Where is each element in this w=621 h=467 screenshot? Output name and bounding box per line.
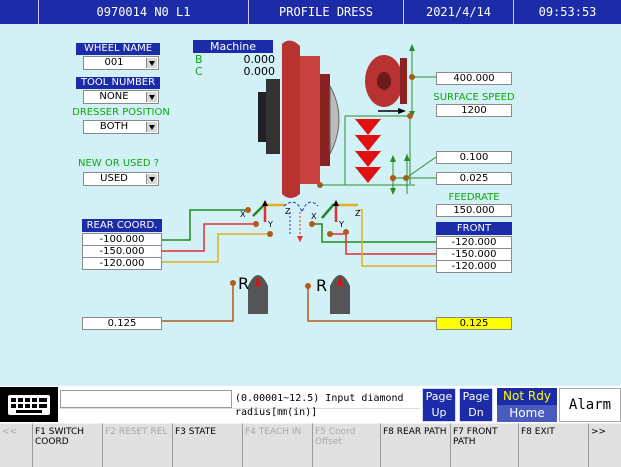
time-display: 09:53:53	[513, 0, 621, 24]
fkey-next-page[interactable]: >>	[588, 423, 621, 467]
feedrate-label: FEEDRATE	[448, 192, 500, 203]
rear-diamond-tool-icon	[248, 275, 268, 314]
front-diamond-tool-icon	[330, 275, 350, 314]
dresser-position-select[interactable]: BOTH	[83, 120, 159, 134]
surface-speed-field[interactable]: 1200	[436, 104, 512, 117]
dress-diagram	[162, 40, 437, 322]
surface-speed-label: SURFACE SPEED	[433, 92, 515, 103]
fkey-f3-state[interactable]: F3 STATE	[172, 423, 242, 467]
program-number: 0970014 N0 L1	[38, 0, 248, 24]
machine-label: Machine	[193, 40, 273, 53]
title-bar-blank	[0, 0, 38, 24]
front-radius-r-label: R	[316, 276, 328, 295]
front-axis-z-label: Z	[355, 209, 361, 218]
new-or-used-select[interactable]: USED	[83, 172, 159, 186]
dresser-position-label: DRESSER POSITION	[72, 107, 170, 118]
fkey-f7-front-path[interactable]: F7 FRONT PATH	[450, 423, 518, 467]
tool-number-select[interactable]: NONE	[83, 90, 159, 104]
rear-coord-z-field[interactable]: -120.000	[82, 257, 162, 270]
chevron-down-icon	[146, 92, 157, 102]
keyboard-icon	[8, 395, 50, 415]
rear-radius-r-label: R	[238, 274, 250, 293]
machine-c-value: 0.000	[243, 65, 276, 78]
wheel-name-label: WHEEL NAME	[76, 43, 160, 55]
page-up-button[interactable]: Page Up	[422, 388, 456, 422]
command-input[interactable]	[60, 390, 232, 408]
grinding-wheel-icon	[258, 40, 340, 198]
front-coord-label: FRONT COORD.	[436, 222, 512, 247]
fkey-f5-coord-offset[interactable]: F5 Coord Offset	[312, 423, 380, 467]
feedrate-field[interactable]: 150.000	[436, 204, 512, 217]
prompt-area	[60, 408, 420, 422]
wheel-name-select[interactable]: 001	[83, 56, 159, 70]
fkey-prev-page[interactable]: <<	[0, 423, 32, 467]
input-prompt: (0.00001~12.5) Input diamond radius[㎜(in…	[235, 393, 404, 418]
rear-axis-z-label: Z	[285, 207, 291, 216]
new-or-used-label: NEW OR USED ?	[78, 158, 160, 169]
home-button[interactable]: Home	[497, 405, 557, 422]
machine-c-label: C	[195, 65, 203, 78]
rear-coord-label: REAR COORD.	[82, 219, 162, 232]
work-area: WHEEL NAME 001 TOOL NUMBER NONE DRESSER …	[0, 24, 621, 386]
profile-triangles-icon	[355, 119, 381, 183]
chevron-down-icon	[146, 122, 157, 132]
front-coord-z-field[interactable]: -120.000	[436, 260, 512, 273]
machine-b-value: 0.000	[243, 53, 276, 66]
function-key-bar: << F1 SWITCH COORD F2 RESET REL F3 STATE…	[0, 423, 621, 467]
fkey-f2-reset-rel[interactable]: F2 RESET REL	[102, 423, 172, 467]
date-display: 2021/4/14	[403, 0, 513, 24]
chevron-down-icon	[146, 58, 157, 68]
rear-radius-field[interactable]: 0.125	[82, 317, 162, 330]
ready-status-indicator: Not Rdy	[497, 388, 557, 405]
rear-axis-x-label: X	[240, 210, 246, 219]
chevron-down-icon	[146, 174, 157, 184]
depth-field-1[interactable]: 0.100	[436, 151, 512, 164]
depth-field-2[interactable]: 0.025	[436, 172, 512, 185]
dresser-diameter-field[interactable]: 400.000	[436, 72, 512, 85]
machine-b-label: B	[195, 53, 203, 66]
rear-axis-y-label: Y	[268, 220, 273, 229]
alarm-button[interactable]: Alarm	[559, 388, 621, 422]
keyboard-button[interactable]	[0, 387, 58, 422]
screen-title: PROFILE DRESS	[248, 0, 403, 24]
fkey-rear-path[interactable]: F8 REAR PATH	[380, 423, 450, 467]
tool-number-label: TOOL NUMBER	[76, 77, 160, 89]
front-axis-x-label: X	[311, 212, 317, 221]
fkey-f4-teach-in[interactable]: F4 TEACH IN	[242, 423, 312, 467]
title-bar: 0970014 N0 L1 PROFILE DRESS 2021/4/14 09…	[0, 0, 621, 24]
fkey-f1-switch-coord[interactable]: F1 SWITCH COORD	[32, 423, 102, 467]
front-radius-field[interactable]: 0.125	[436, 317, 512, 330]
fkey-exit[interactable]: F8 EXIT	[518, 423, 588, 467]
dresser-disc-icon	[365, 55, 407, 107]
front-axis-y-label: Y	[339, 220, 344, 229]
page-down-button[interactable]: Page Dn	[459, 388, 493, 422]
